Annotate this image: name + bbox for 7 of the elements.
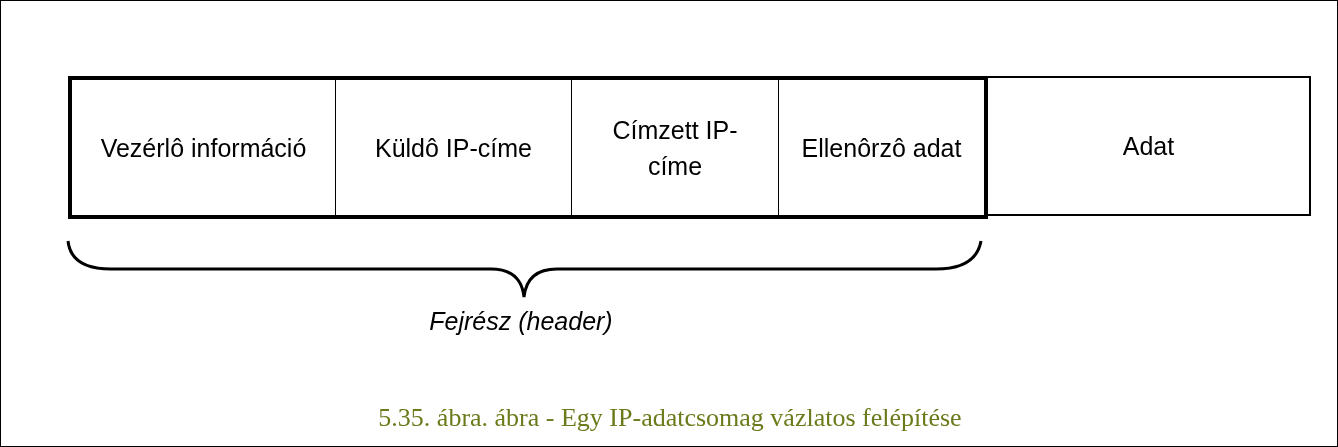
- packet-field: Címzett IP-címe: [572, 76, 779, 219]
- brace-label: Fejrész (header): [428, 307, 614, 336]
- packet-field: Vezérlô információ: [68, 76, 336, 219]
- packet-field: Küldô IP-címe: [336, 76, 572, 219]
- packet-field: Adat: [988, 76, 1311, 216]
- packet-field: Ellenôrzô adat: [779, 76, 988, 219]
- figure-caption: 5.35. ábra. ábra - Egy IP-adatcsomag vázlatos felépítése: [377, 403, 963, 433]
